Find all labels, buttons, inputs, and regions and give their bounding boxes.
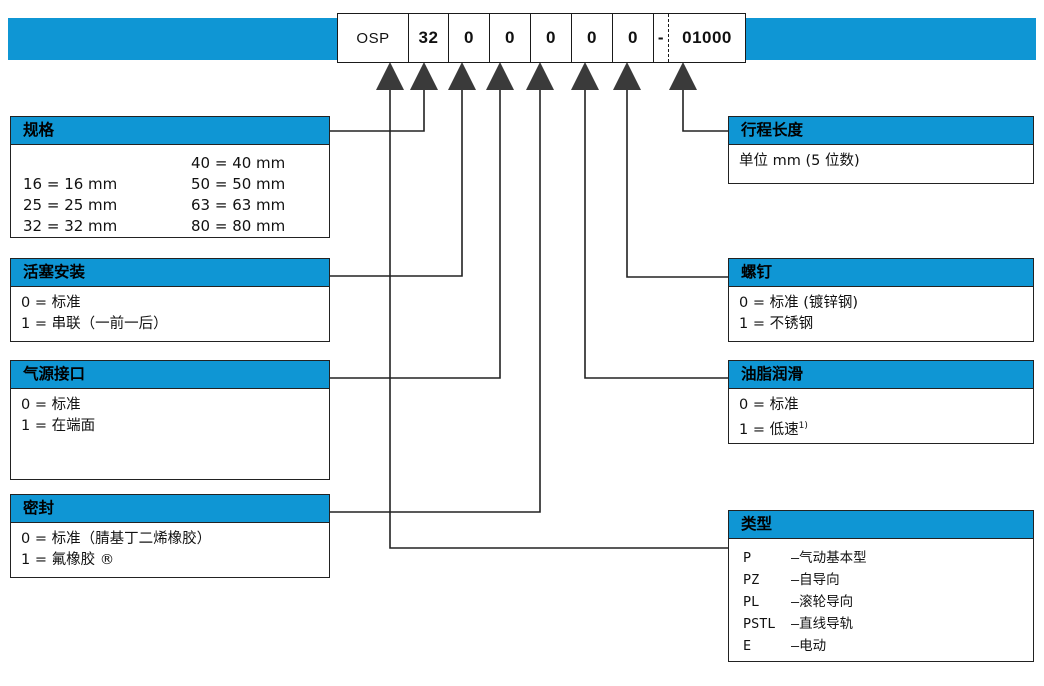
type-option: E –电动 — [743, 635, 1033, 657]
air-port-option: 0 = 标准 — [21, 397, 81, 413]
spec-option: 16 = 16 mm — [23, 175, 118, 193]
spec-option: 63 = 63 mm — [191, 196, 286, 214]
type-option-key: PL — [743, 594, 760, 610]
box-air-port: 气源接口 0 = 标准 1 = 在端面 — [10, 360, 330, 480]
box-stroke-length: 行程长度 单位 mm (5 位数) — [728, 116, 1034, 184]
code-segment-piston-mounting: 0 — [449, 14, 490, 62]
spec-option: 80 = 80 mm — [191, 217, 286, 235]
piston-mounting-option: 1 = 串联（一前一后） — [21, 316, 168, 332]
box-spec-left-column: 16 = 16 mm 25 = 25 mm 32 = 32 mm — [23, 174, 117, 237]
spec-option: 50 = 50 mm — [191, 175, 286, 193]
box-piston-mounting-title: 活塞安装 — [11, 259, 329, 287]
box-spec: 规格 16 = 16 mm 25 = 25 mm 32 = 32 mm 40 =… — [10, 116, 330, 238]
box-type-title: 类型 — [729, 511, 1033, 539]
box-spec-title: 规格 — [11, 117, 329, 145]
grease-option-text: 1 = 低速 — [739, 421, 799, 438]
type-option-desc: –直线导轨 — [791, 616, 854, 632]
code-segment-separator: - — [657, 28, 665, 47]
box-screw: 螺钉 0 = 标准 (镀锌钢) 1 = 不锈钢 — [728, 258, 1034, 342]
footnote-marker: 1) — [798, 421, 808, 431]
type-option-key: E — [743, 638, 752, 654]
type-option-key: P — [743, 550, 752, 566]
code-segment-seal: 0 — [531, 14, 572, 62]
type-option: PL –滚轮导向 — [743, 591, 1033, 613]
type-option: P –气动基本型 — [743, 547, 1033, 569]
code-segment-port-connection: 0 — [490, 14, 531, 62]
type-option: PSTL –直线导轨 — [743, 613, 1033, 635]
stroke-length-note: 单位 mm (5 位数) — [739, 153, 860, 169]
screw-option: 0 = 标准 (镀锌钢) — [739, 295, 859, 311]
screw-option: 1 = 不锈钢 — [739, 316, 814, 332]
box-seal-title: 密封 — [11, 495, 329, 523]
spec-option: 32 = 32 mm — [23, 217, 118, 235]
box-type: 类型 P –气动基本型 PZ –自导向 PL –滚轮导向 PSTL –直线导轨 E –电动 — [728, 510, 1034, 662]
box-air-port-title: 气源接口 — [11, 361, 329, 389]
grease-option: 1 = 低速1) — [739, 416, 1033, 441]
code-segment-grease: 0 — [572, 14, 613, 62]
type-option-key: PZ — [743, 572, 760, 588]
spec-option: 25 = 25 mm — [23, 196, 118, 214]
type-option-desc: –自导向 — [791, 572, 840, 588]
type-option: PZ –自导向 — [743, 569, 1033, 591]
piston-mounting-option: 0 = 标准 — [21, 295, 81, 311]
box-spec-right-column: 40 = 40 mm 50 = 50 mm 63 = 63 mm 80 = 80… — [191, 153, 285, 237]
type-option-desc: –电动 — [791, 638, 827, 654]
box-seal: 密封 0 = 标准（腈基丁二烯橡胶） 1 = 氟橡胶 ® — [10, 494, 330, 578]
box-screw-title: 螺钉 — [729, 259, 1033, 287]
code-segment-stroke-length: 01000 — [668, 14, 745, 62]
code-segment-series: OSP — [338, 14, 409, 62]
order-code-box: OSP 32 0 0 0 0 0 - 01000 — [337, 13, 746, 63]
box-stroke-length-title: 行程长度 — [729, 117, 1033, 145]
type-option-desc: –滚轮导向 — [791, 594, 854, 610]
spec-option: 40 = 40 mm — [191, 154, 286, 172]
type-option-key: PSTL — [743, 616, 776, 632]
code-segment-bore-size: 32 — [409, 14, 449, 62]
box-grease: 油脂润滑 0 = 标准 1 = 低速1) — [728, 360, 1034, 444]
code-segment-screw: 0 — [613, 14, 654, 62]
air-port-option: 1 = 在端面 — [21, 418, 96, 434]
box-grease-title: 油脂润滑 — [729, 361, 1033, 389]
seal-option: 0 = 标准（腈基丁二烯橡胶） — [21, 531, 212, 547]
grease-option: 0 = 标准 — [739, 397, 799, 413]
box-piston-mounting: 活塞安装 0 = 标准 1 = 串联（一前一后） — [10, 258, 330, 342]
seal-option: 1 = 氟橡胶 ® — [21, 552, 115, 568]
type-option-desc: –气动基本型 — [791, 550, 867, 566]
